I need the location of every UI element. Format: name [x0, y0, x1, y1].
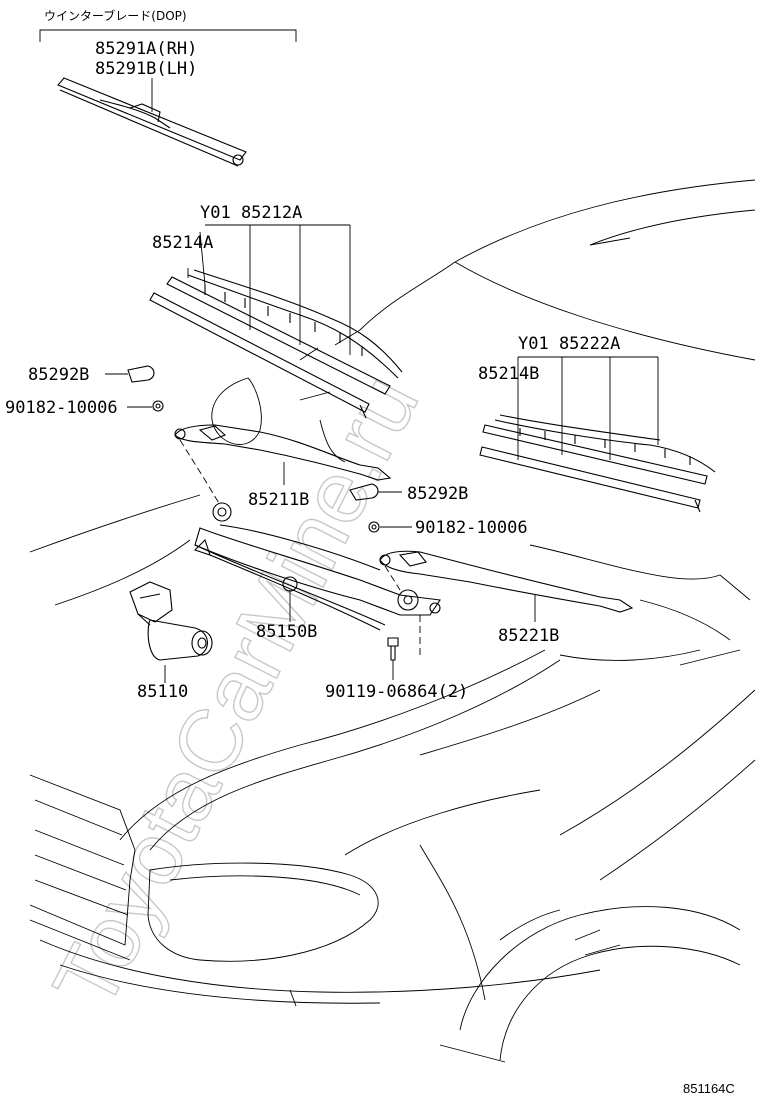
wiper-motor	[129, 581, 213, 683]
wiper-blade-right	[479, 356, 716, 513]
wiper-arm-left	[174, 424, 392, 506]
cap-and-nut-parts	[105, 365, 412, 533]
label-85292b-left: 85292B	[28, 365, 89, 385]
wiper-arm-right	[379, 550, 634, 622]
wiper-blade-left	[149, 224, 403, 419]
label-90182-right: 90182-10006	[415, 518, 528, 538]
label-85110: 85110	[137, 682, 188, 702]
label-85211b: 85211B	[248, 490, 309, 510]
label-85221b: 85221B	[498, 626, 559, 646]
figure-reference: 851164C	[683, 1081, 735, 1096]
label-85291a: 85291A(RH)	[95, 39, 197, 59]
label-winter-blade-group: ウインターブレード(DOP)	[44, 8, 187, 23]
label-85150b: 85150B	[256, 622, 317, 642]
label-90119: 90119-06864(2)	[325, 682, 468, 702]
label-85291b: 85291B(LH)	[95, 59, 197, 79]
label-85214a: 85214A	[152, 233, 213, 253]
vehicle-body-outline	[29, 179, 756, 1063]
winter-blade-group	[39, 29, 297, 167]
bolt-part	[387, 637, 399, 680]
wiper-linkage	[193, 502, 441, 655]
label-85212a: Y01 85212A	[200, 203, 302, 223]
label-90182-left: 90182-10006	[5, 398, 118, 418]
part-labels: ウインターブレード(DOP) 85291A(RH) 85291B(LH) Y01…	[5, 8, 735, 1096]
label-85222a: Y01 85222A	[518, 334, 620, 354]
label-85292b-right: 85292B	[407, 484, 468, 504]
label-85214b: 85214B	[478, 364, 539, 384]
